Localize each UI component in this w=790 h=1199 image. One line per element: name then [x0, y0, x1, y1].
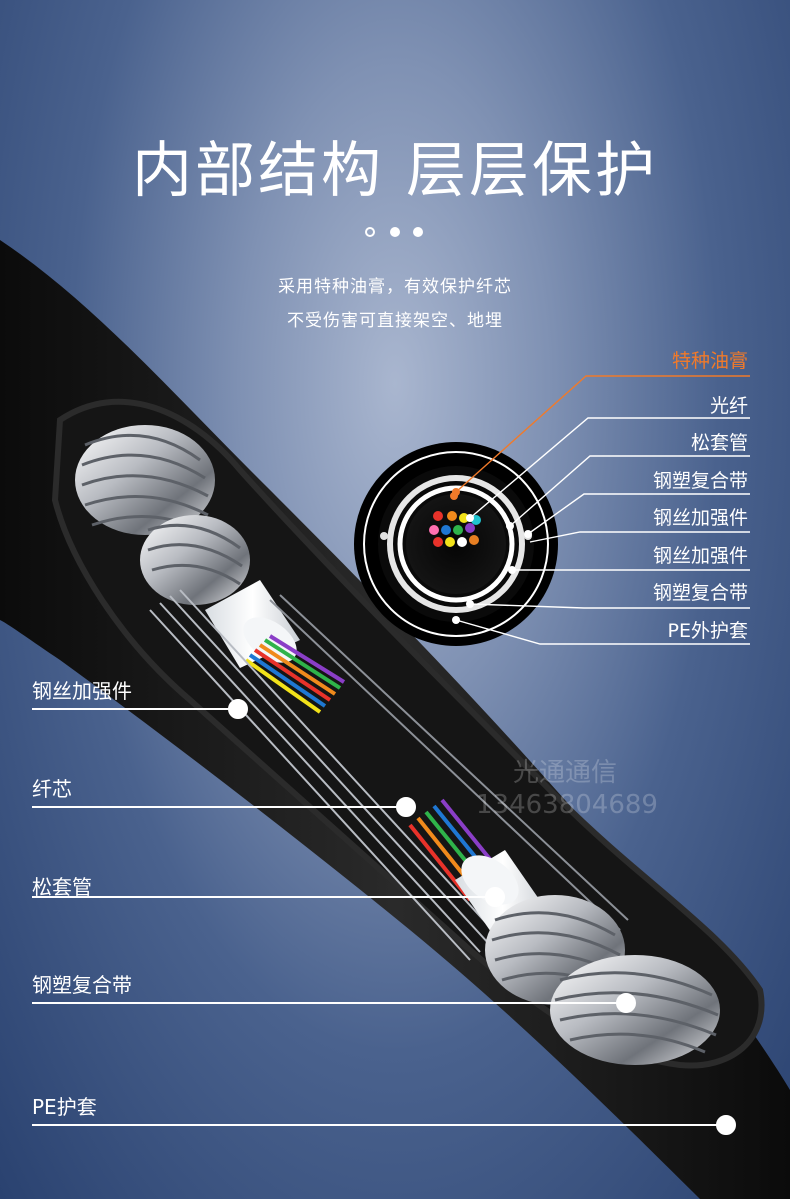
fiber-bundle-upper — [244, 634, 346, 714]
xsec-label-loose-tube: 松套管 — [690, 432, 748, 454]
cross-section-diagram — [354, 442, 558, 646]
side-leaders — [32, 699, 736, 1135]
watermark-name: 光通通信 — [512, 758, 617, 788]
xsec-label-pe-outer-sheath: PE外护套 — [667, 620, 748, 642]
dot-indicator — [390, 227, 400, 237]
xsec-label-steel-wire-1: 钢丝加强件 — [652, 507, 748, 529]
side-label-fiber-core: 纤芯 — [32, 777, 72, 801]
page-title: 内部结构 层层保护 — [131, 136, 659, 206]
side-label-steel-wire: 钢丝加强件 — [32, 679, 132, 703]
xsec-label-steel-plastic-tape-2: 钢塑复合带 — [652, 582, 748, 604]
xsec-label-steel-wire-2: 钢丝加强件 — [652, 545, 748, 567]
watermark-phone: 13463804689 — [476, 790, 658, 820]
pagination-dots — [365, 227, 425, 239]
side-label-pe-sheath: PE护套 — [32, 1095, 97, 1119]
xsec-label-fiber: 光纤 — [709, 395, 748, 417]
side-label-steel-plastic-tape: 钢塑复合带 — [32, 973, 132, 997]
xsec-label-steel-plastic-tape-1: 钢塑复合带 — [652, 470, 748, 492]
xsec-label-special-grease: 特种油膏 — [671, 350, 748, 372]
subtitle-line-1: 采用特种油膏，有效保护纤芯 — [278, 277, 512, 297]
cross-section-leaders — [452, 375, 750, 645]
subtitle-line-2: 不受伤害可直接架空、地埋 — [287, 311, 503, 331]
dot-indicator — [413, 227, 423, 237]
side-label-loose-tube: 松套管 — [32, 875, 92, 899]
steel-plastic-tape-ring — [387, 475, 525, 613]
steel-helix-upper — [75, 425, 250, 605]
fiber-dots — [429, 492, 481, 547]
dot-indicator — [365, 227, 375, 237]
steel-strength-wires — [149, 589, 629, 961]
steel-helix-lower — [485, 895, 720, 1065]
